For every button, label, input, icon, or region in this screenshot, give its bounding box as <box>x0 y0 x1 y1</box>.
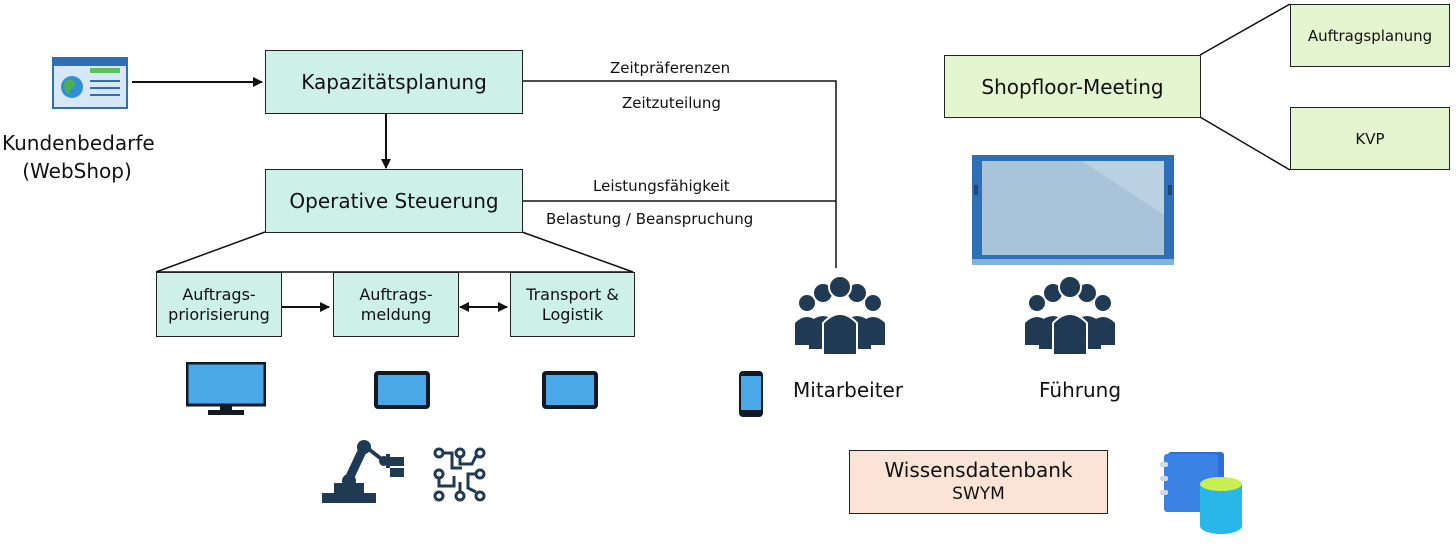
knowledge-base-title: Wissensdatenbank <box>884 458 1073 482</box>
line-control-right <box>521 231 634 273</box>
customer-label: Kundenbedarfe (WebShop) <box>2 131 155 183</box>
transport-logistics-box: Transport & Logistik <box>510 272 635 337</box>
knowledge-base-subtitle: SWYM <box>952 484 1005 504</box>
monitor-icon <box>186 362 266 415</box>
order-planning-box: Auftragsplanung <box>1290 4 1450 67</box>
database-icon <box>1200 477 1242 534</box>
people-group-icon <box>795 275 885 355</box>
browser-icon <box>52 57 128 109</box>
tablet-icon <box>542 371 598 409</box>
management-label: Führung <box>1039 378 1122 402</box>
order-reporting-box: Auftrags- meldung <box>333 272 459 337</box>
knowledge-base-box: Wissensdatenbank SWYM <box>849 450 1108 514</box>
people-group-icon <box>1025 275 1115 355</box>
smartphone-icon <box>739 371 763 417</box>
kvp-box: KVP <box>1290 107 1450 170</box>
line-shopfloor-top <box>1199 3 1291 56</box>
circuit-icon <box>433 447 486 502</box>
line-shopfloor-bottom <box>1199 116 1291 171</box>
display-board-icon <box>972 155 1174 265</box>
tablet-icon <box>374 371 430 409</box>
shopfloor-meeting-box: Shopfloor-Meeting <box>944 55 1201 118</box>
robot-arm-icon <box>322 440 404 503</box>
label-load-strain: Belastung / Beanspruchung <box>546 210 754 228</box>
capacity-planning-box: Kapazitätsplanung <box>265 50 523 114</box>
line-control-left <box>155 231 266 273</box>
label-performance: Leistungsfähigkeit <box>593 177 730 195</box>
label-time-preferences: Zeitpräferenzen <box>610 59 731 77</box>
line-time <box>522 80 837 268</box>
order-prioritization-box: Auftrags- priorisierung <box>156 272 282 337</box>
label-time-allocation: Zeitzuteilung <box>622 94 721 112</box>
employees-label: Mitarbeiter <box>793 378 904 402</box>
operative-control-box: Operative Steuerung <box>265 169 523 233</box>
